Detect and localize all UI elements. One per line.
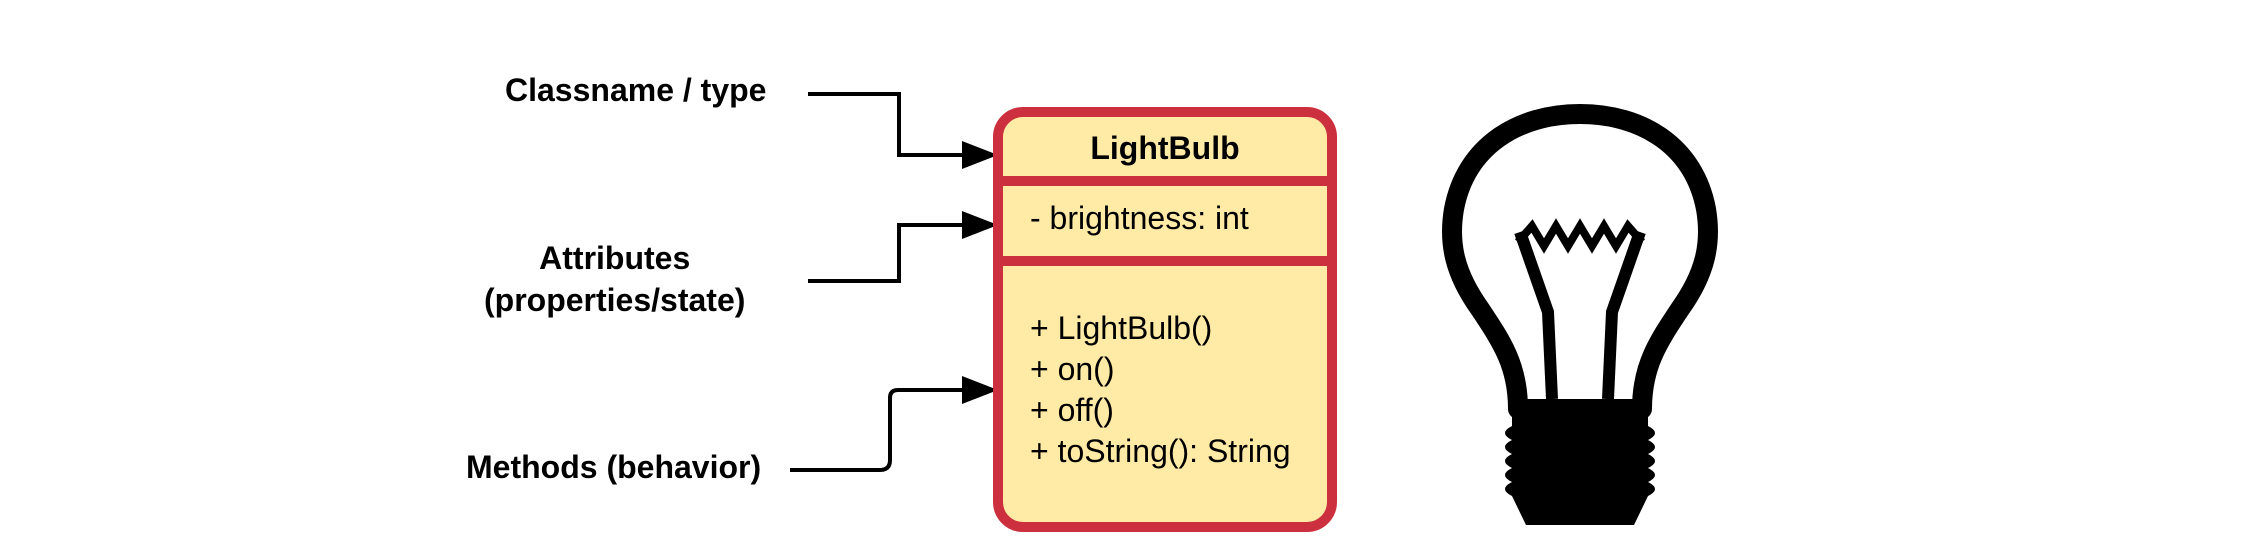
methods-arrowhead: [962, 376, 998, 404]
classname-label-text: Classname / type: [505, 72, 767, 108]
bulb-filament: [1514, 218, 1646, 254]
bulb-glass: [1442, 104, 1718, 419]
attributes-compartment: - brightness: int: [1003, 186, 1327, 266]
method-item: + toString(): String: [1030, 433, 1291, 469]
classname-connector: [808, 92, 965, 157]
method-item: + LightBulb(): [1030, 310, 1213, 346]
class-name: LightBulb: [1003, 117, 1327, 186]
attributes-label: Attributes (properties/state): [484, 237, 745, 321]
bulb-base: [1505, 416, 1655, 525]
attributes-label-line2: (properties/state): [484, 282, 746, 318]
bulb-filament-support-right: [1602, 230, 1646, 400]
method-item: + off(): [1030, 392, 1114, 428]
methods-label-text: Methods (behavior): [466, 449, 762, 485]
light-bulb-icon: [1442, 104, 1718, 525]
attributes-arrowhead: [962, 211, 998, 239]
classname-label: Classname / type: [505, 69, 766, 111]
attributes-label-line1: Attributes: [539, 240, 691, 276]
uml-class-box: LightBulb - brightness: int + LightBulb(…: [993, 107, 1337, 532]
method-item: + on(): [1030, 351, 1115, 387]
methods-label: Methods (behavior): [466, 446, 761, 488]
classname-arrowhead: [962, 141, 998, 169]
bulb-filament-support-left: [1514, 230, 1558, 400]
attributes-connector: [808, 223, 965, 283]
attribute-item: - brightness: int: [1030, 200, 1249, 236]
methods-compartment: + LightBulb() + on() + off() + toString(…: [1003, 266, 1327, 522]
methods-connector: [790, 388, 965, 472]
